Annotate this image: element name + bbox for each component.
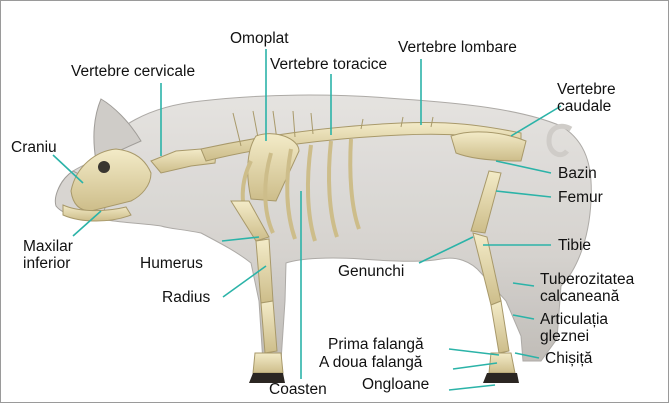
label-prima-falanga: Prima falangă bbox=[328, 336, 424, 353]
label-genunchi: Genunchi bbox=[338, 263, 404, 280]
label-bazin: Bazin bbox=[558, 165, 597, 182]
label-coasten: Coasten bbox=[269, 381, 327, 398]
fore-toes bbox=[253, 353, 283, 373]
label-humerus: Humerus bbox=[140, 255, 203, 272]
label-articulatia-line2: gleznei bbox=[540, 328, 589, 345]
label-maxilar-line2: inferior bbox=[23, 255, 70, 272]
eye-socket bbox=[98, 161, 110, 173]
label-vertebre-caudale-line1: Vertebre bbox=[557, 81, 616, 98]
label-chisita: Chișiță bbox=[545, 350, 592, 367]
label-vertebre-caudale-line2: caudale bbox=[557, 98, 611, 115]
hind-lower-leg bbox=[491, 301, 509, 353]
label-tuberozitatea-line2: calcaneană bbox=[540, 288, 619, 305]
label-tuberozitatea-line1: Tuberozitatea bbox=[540, 271, 634, 288]
label-ongloane: Ongloane bbox=[362, 376, 429, 393]
label-tibie: Tibie bbox=[558, 237, 591, 254]
label-craniu: Craniu bbox=[11, 139, 57, 156]
label-articulatia-line1: Articulația bbox=[540, 311, 608, 328]
label-omoplat: Omoplat bbox=[230, 30, 289, 47]
label-femur: Femur bbox=[558, 189, 603, 206]
label-vertebre-cervicale: Vertebre cervicale bbox=[71, 63, 195, 80]
label-vertebre-lombare: Vertebre lombare bbox=[398, 39, 517, 56]
label-maxilar-line1: Maxilar bbox=[23, 238, 73, 255]
label-a-doua-falanga: A doua falangă bbox=[319, 354, 422, 371]
label-radius: Radius bbox=[162, 289, 210, 306]
label-vertebre-toracice: Vertebre toracice bbox=[270, 56, 387, 73]
